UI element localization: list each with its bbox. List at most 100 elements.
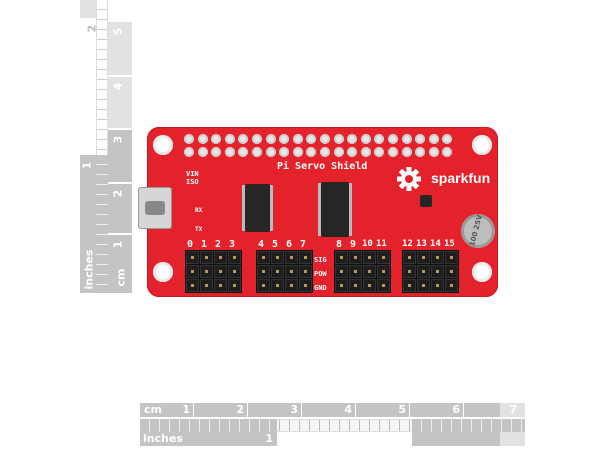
rx-label: RX — [195, 207, 203, 214]
header-pin — [445, 265, 458, 278]
header-pad — [415, 134, 426, 144]
header-pad — [442, 134, 453, 144]
header-pin — [335, 265, 348, 278]
channel-number: 14 — [430, 239, 441, 249]
header-pad — [319, 147, 330, 157]
hruler-cm-6: 6 — [410, 403, 463, 417]
header-pin — [349, 279, 362, 292]
channel-number: 5 — [272, 239, 279, 250]
vruler-inches-bar: inches 1 — [80, 155, 96, 293]
header-pad — [224, 147, 235, 157]
header-pad — [319, 134, 330, 144]
hruler-inches-label: inches — [143, 432, 183, 445]
header-pin — [377, 251, 390, 264]
vruler-ticks — [96, 0, 108, 155]
header-pad — [347, 147, 358, 157]
gnd-label: GND — [314, 284, 327, 292]
header-pad — [306, 147, 317, 157]
hruler-inch-2-bar-light — [500, 432, 525, 446]
hruler-inch-1: 1 — [265, 432, 273, 445]
servo-header-8-11 — [334, 250, 391, 293]
header-pin — [271, 265, 284, 278]
header-pad — [265, 147, 276, 157]
header-pin — [403, 265, 416, 278]
header-pad — [333, 147, 344, 157]
hruler-cm-2: 2 — [194, 403, 247, 417]
header-pin — [228, 279, 241, 292]
channel-number: 11 — [376, 239, 387, 249]
hruler-ticks-dark — [140, 419, 277, 432]
header-pin — [200, 279, 213, 292]
hruler-inches-bar: inches 1 — [140, 432, 277, 446]
header-pad — [251, 147, 262, 157]
header-pin — [285, 265, 298, 278]
header-pin — [335, 251, 348, 264]
servo-header-4-7 — [256, 250, 313, 293]
header-pin — [363, 265, 376, 278]
iso-label: ISO — [186, 178, 199, 186]
header-pad — [401, 134, 412, 144]
header-pin — [271, 279, 284, 292]
header-pin — [377, 279, 390, 292]
header-pad — [251, 134, 262, 144]
header-pad — [333, 134, 344, 144]
header-pin — [257, 265, 270, 278]
header-pad — [184, 147, 194, 157]
header-pad — [292, 147, 303, 157]
header-pad — [306, 134, 317, 144]
header-pin — [299, 265, 312, 278]
sparkfun-gear-icon — [397, 167, 421, 191]
channel-number: 13 — [416, 239, 427, 249]
header-pin — [200, 251, 213, 264]
channel-number: 7 — [300, 239, 307, 250]
header-pin — [214, 265, 227, 278]
channel-number: 15 — [444, 239, 455, 249]
header-pin — [349, 265, 362, 278]
mounting-hole — [153, 135, 173, 155]
header-pin — [285, 251, 298, 264]
header-pin — [186, 251, 199, 264]
mounting-hole — [472, 262, 492, 282]
header-pin — [271, 251, 284, 264]
header-pin — [299, 251, 312, 264]
channel-number: 9 — [350, 239, 357, 250]
header-pad — [387, 134, 398, 144]
channel-number: 8 — [336, 239, 343, 250]
vin-label: VIN — [186, 170, 199, 178]
header-pin — [445, 251, 458, 264]
channel-number: 10 — [362, 239, 373, 249]
sparkfun-logo: sparkfun — [431, 170, 491, 186]
channel-number: 4 — [258, 239, 265, 250]
header-pad — [211, 147, 222, 157]
tx-label: TX — [195, 226, 203, 233]
ic-chip — [245, 184, 270, 232]
board-title: Pi Servo Shield — [277, 161, 368, 172]
vruler-cm-5: 5 — [108, 22, 132, 75]
channel-number: 6 — [286, 239, 293, 250]
header-pin — [417, 251, 430, 264]
hruler-cm-5: 5 — [356, 403, 409, 417]
pwm-driver-chip — [321, 182, 349, 237]
header-pad — [415, 147, 426, 157]
servo-header-0-3 — [185, 250, 242, 293]
vruler-ticks-dark — [96, 155, 108, 293]
channel-number: 12 — [402, 239, 413, 249]
mounting-hole — [153, 262, 173, 282]
header-pin — [228, 265, 241, 278]
header-pad — [279, 147, 290, 157]
vruler-inches-label: inches — [82, 249, 96, 290]
vruler-inch-1: 1 — [80, 161, 94, 170]
header-pin — [363, 279, 376, 292]
header-pin — [186, 265, 199, 278]
hruler-inch-2-bar — [412, 432, 500, 446]
header-pad — [360, 147, 371, 157]
channel-number: 2 — [215, 239, 222, 250]
hruler-cm-4: 4 — [302, 403, 355, 417]
hruler-cm-blank — [464, 403, 500, 417]
header-pad — [387, 147, 398, 157]
header-pin — [228, 251, 241, 264]
servo-header-12-15 — [402, 250, 459, 293]
header-pad — [401, 147, 412, 157]
header-pin — [257, 279, 270, 292]
header-pin — [377, 265, 390, 278]
